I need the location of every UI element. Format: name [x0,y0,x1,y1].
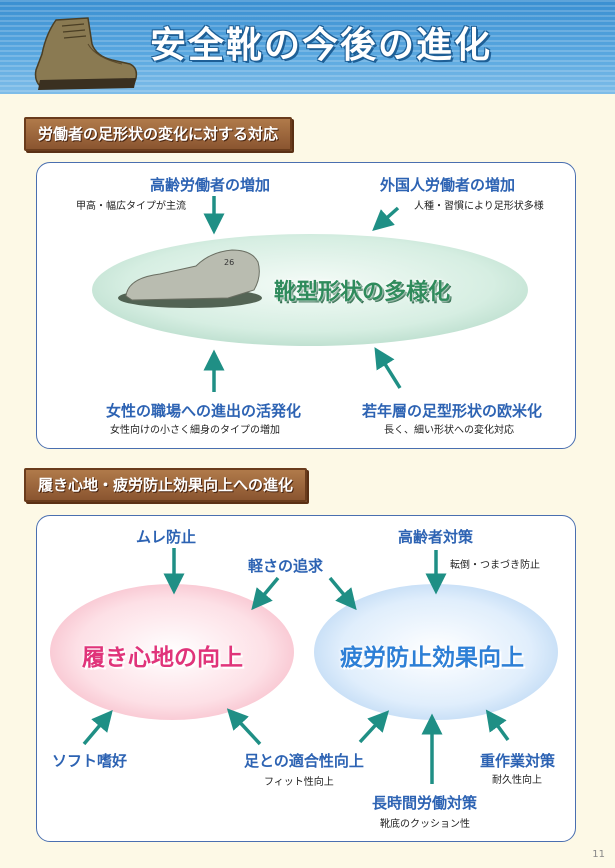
fatigue-ellipse [314,584,558,720]
item-koureisha-sub: 転倒・つまづき防止 [450,560,540,571]
item-elderly-sub: 甲高・幅広タイプが主流 [76,201,186,212]
item-youth-title: 若年層の足型形状の欧米化 [362,402,543,420]
arrow-soft [82,709,113,746]
shoe-last-number: 26 [224,258,234,267]
safety-boot-icon [34,17,138,90]
item-fit-sub: フィット性向上 [264,777,334,788]
fatigue-label: 疲労防止効果向上 [340,645,524,671]
header-banner: 安全靴の今後の進化 [0,0,615,94]
item-soft-title: ソフト嗜好 [52,752,128,770]
item-foreign-sub: 人種・習慣により足形状多様 [414,201,544,212]
arrow-karusa-left [251,576,280,611]
item-jusagyou-sub: 耐久性向上 [492,775,542,786]
item-karusa-title: 軽さの追求 [248,557,324,575]
page-title: 安全靴の今後の進化 [150,25,493,66]
item-mure-title: ムレ防止 [136,528,197,546]
section2-heading: 履き心地・疲労防止効果向上への進化 [24,468,308,502]
arrow-fit-right [358,710,390,744]
item-youth-sub: 長く、細い形状への変化対応 [384,425,514,436]
item-elderly-title: 高齢労働者の増加 [150,176,271,194]
page-number: 11 [592,849,605,860]
item-jusagyou-title: 重作業対策 [480,752,556,770]
item-koureisha-title: 高齢者対策 [398,528,474,546]
arrow-karusa-right [328,576,357,611]
arrow-fit-left [226,708,262,746]
item-fit-title: 足との適合性向上 [244,752,364,770]
arrow-foreign [372,206,400,231]
item-women-sub: 女性向けの小さく細身のタイプの増加 [110,425,280,436]
shoe-last-icon: 26 [118,249,262,308]
item-choujikan-sub: 靴底のクッション性 [380,819,470,830]
item-women-title: 女性の職場への進出の活発化 [106,402,302,420]
arrow-youth [374,347,402,389]
arrow-jusagyou [485,709,510,742]
center-label: 靴型形状の多様化 [274,280,451,305]
comfort-ellipse [50,584,294,720]
item-foreign-title: 外国人労働者の増加 [380,176,516,194]
section1-heading: 労働者の足形状の変化に対する対応 [24,117,293,151]
item-choujikan-title: 長時間労働対策 [372,794,478,812]
comfort-label: 履き心地の向上 [82,645,243,671]
